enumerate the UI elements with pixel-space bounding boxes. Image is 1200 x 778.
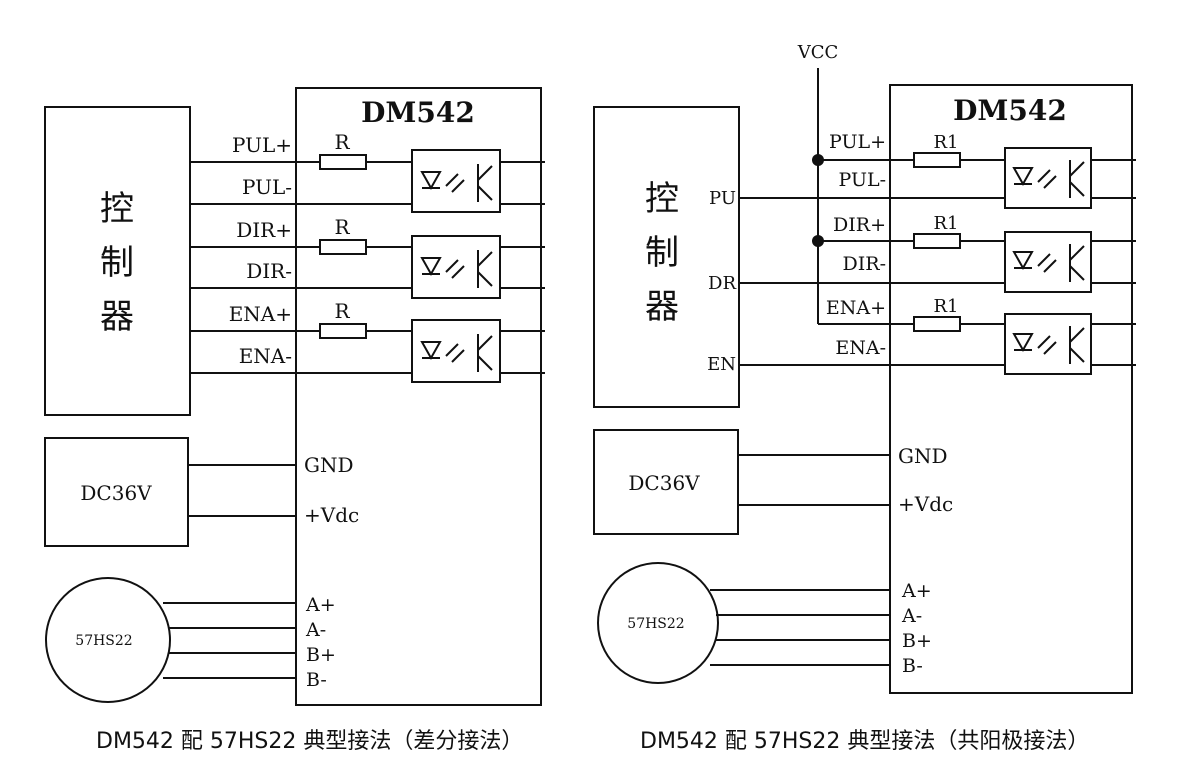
left-ena-minus-label: ENA- — [239, 344, 292, 368]
right-resistor-ena — [913, 316, 961, 332]
right-pin-pu: PU — [709, 188, 736, 209]
left-phase-a-minus: A- — [305, 619, 326, 641]
right-resistor-pul-label: R1 — [933, 132, 958, 153]
right-resistor-dir-label: R1 — [933, 213, 958, 234]
left-gnd-label: GND — [304, 453, 354, 477]
right-phase-a-minus: A- — [901, 605, 922, 627]
right-signal-pul: PUL+ PUL- R1 — [739, 131, 1136, 209]
left-resistor-dir — [319, 239, 367, 255]
left-power-supply-box — [44, 437, 189, 547]
right-power-supply-label: DC36V — [628, 471, 700, 495]
left-optocoupler-pul — [411, 149, 501, 213]
left-motor-label: 57HS22 — [75, 633, 132, 649]
left-phase-b-minus: B- — [306, 669, 327, 691]
right-resistor-pul — [913, 152, 961, 168]
right-motor-circle — [597, 562, 719, 684]
left-ena-plus-label: ENA+ — [229, 302, 292, 326]
left-resistor-dir-label: R — [334, 215, 350, 239]
left-optocoupler-ena — [411, 319, 501, 383]
right-pul-minus-label: PUL- — [839, 169, 887, 191]
left-controller-char-1: 控 — [100, 189, 134, 229]
left-optocoupler-dir — [411, 235, 501, 299]
right-diagram: VCC 控 制 器 PU DR EN DM542 PUL+ PUL- R1 — [593, 42, 1136, 754]
left-controller-char-2: 制 — [100, 243, 134, 283]
left-controller-char-3: 器 — [100, 297, 134, 337]
right-driver-title: DM542 — [953, 94, 1067, 127]
right-ena-plus-label: ENA+ — [826, 297, 886, 319]
left-caption: DM542 配 57HS22 典型接法（差分接法） — [96, 729, 523, 754]
right-vcc-label: VCC — [797, 42, 839, 63]
right-resistor-ena-label: R1 — [933, 296, 958, 317]
right-phase-b-plus: B+ — [902, 630, 932, 652]
left-phase-b-plus: B+ — [306, 644, 336, 666]
right-optocoupler-pul — [1004, 147, 1092, 209]
right-pin-dr: DR — [708, 273, 736, 294]
right-phase-b-minus: B- — [902, 655, 923, 677]
right-signal-dir: DIR+ DIR- R1 — [739, 213, 1136, 293]
right-controller-char-3: 器 — [645, 287, 679, 327]
right-pul-plus-label: PUL+ — [829, 131, 886, 153]
right-pin-en: EN — [707, 354, 736, 375]
right-vdc-label: +Vdc — [898, 492, 953, 516]
left-dir-minus-label: DIR- — [246, 259, 292, 283]
right-controller-char-1: 控 — [645, 179, 679, 219]
right-ena-minus-label: ENA- — [835, 337, 886, 359]
left-diagram: 控 制 器 DM542 PUL+ PUL- R DIR+ DIR- R — [44, 87, 545, 754]
right-motor-label: 57HS22 — [627, 616, 684, 632]
left-signal-ena: ENA+ ENA- R — [190, 299, 545, 383]
left-resistor-pul-label: R — [334, 130, 350, 154]
left-resistor-ena — [319, 323, 367, 339]
right-dir-plus-label: DIR+ — [833, 214, 886, 236]
left-phase-a-plus: A+ — [305, 594, 336, 616]
left-signal-dir: DIR+ DIR- R — [190, 215, 545, 299]
left-power-supply-label: DC36V — [80, 481, 152, 505]
right-power-supply-box — [593, 429, 739, 535]
left-controller-box — [44, 106, 191, 416]
left-pul-minus-label: PUL- — [242, 175, 292, 199]
right-signal-ena: ENA+ ENA- R1 — [739, 296, 1136, 375]
right-optocoupler-ena — [1004, 313, 1092, 375]
left-driver-title: DM542 — [361, 96, 475, 129]
left-motor-circle — [45, 577, 171, 703]
left-pul-plus-label: PUL+ — [232, 133, 292, 157]
right-gnd-label: GND — [898, 444, 948, 468]
right-controller-char-2: 制 — [645, 233, 679, 273]
right-optocoupler-dir — [1004, 231, 1092, 293]
right-controller-box — [593, 106, 740, 408]
right-phase-a-plus: A+ — [901, 580, 932, 602]
right-resistor-dir — [913, 233, 961, 249]
left-signal-pul: PUL+ PUL- R — [190, 130, 545, 213]
left-resistor-pul — [319, 154, 367, 170]
right-dir-minus-label: DIR- — [843, 253, 886, 275]
left-dir-plus-label: DIR+ — [236, 218, 292, 242]
right-caption: DM542 配 57HS22 典型接法（共阳极接法） — [640, 729, 1089, 754]
left-resistor-ena-label: R — [334, 299, 350, 323]
left-vdc-label: +Vdc — [304, 503, 359, 527]
